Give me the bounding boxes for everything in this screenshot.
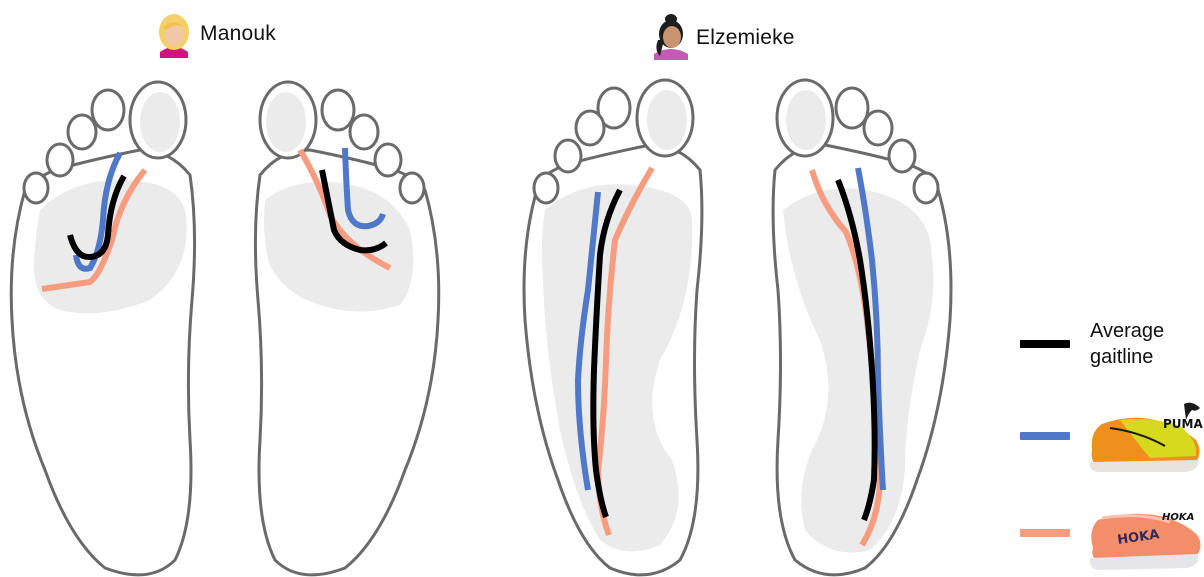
average-gaitline-label: Average gaitline (1090, 318, 1200, 370)
hoka-gaitline-swatch (1020, 529, 1070, 537)
puma-gaitline-swatch (1020, 432, 1070, 440)
manouk-right-foot (255, 82, 438, 575)
puma-brand-text: PUMA (1163, 417, 1203, 431)
manouk-left-foot (11, 82, 194, 575)
hoka-brand-text: HOKA (1162, 512, 1194, 523)
elzemieke-right-foot (773, 80, 951, 575)
elzemieke-left-foot (524, 80, 702, 575)
puma-running-shoe-icon (1090, 403, 1200, 472)
average-gaitline-swatch (1020, 340, 1070, 348)
